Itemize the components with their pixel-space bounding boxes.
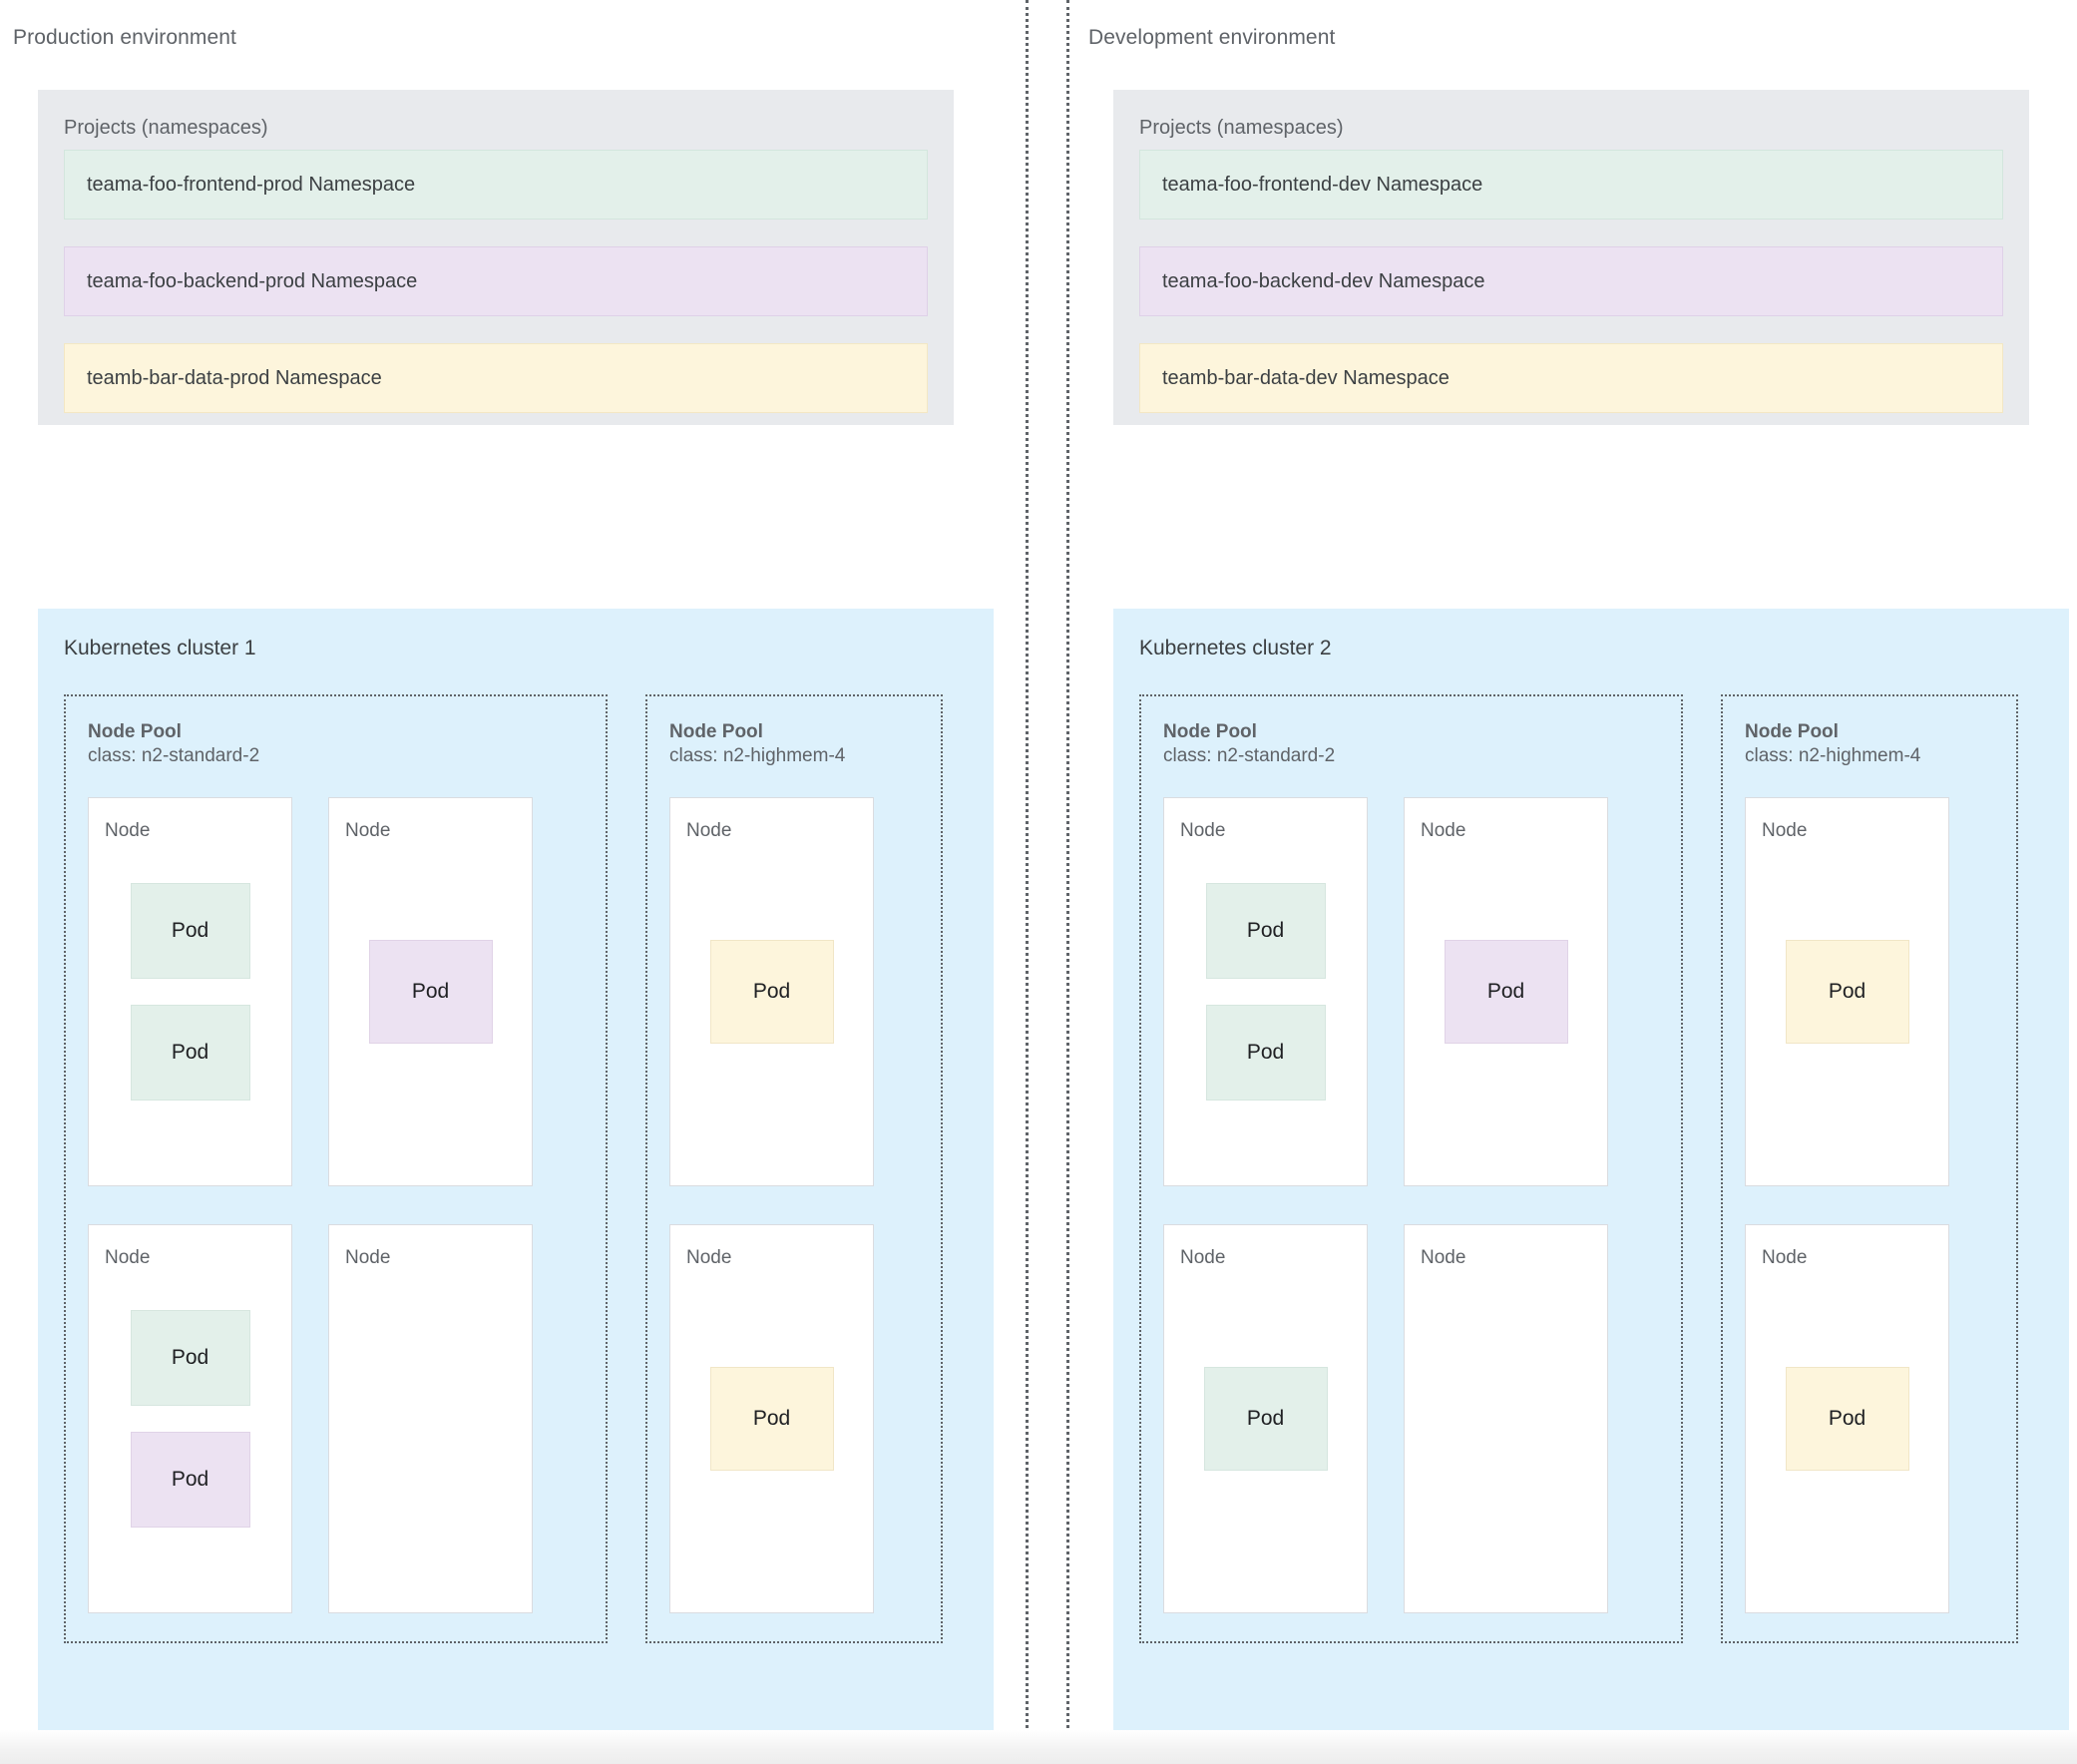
environment-divider-line <box>1026 0 1029 1764</box>
node[interactable]: Node Pod Pod <box>88 1223 292 1613</box>
pod-group: Pod <box>1746 1225 1948 1612</box>
pod[interactable]: Pod <box>130 1431 250 1528</box>
node-pool: Node Pool class: n2-highmem-4 Node Pod N… <box>1721 694 2018 1643</box>
node-label: Node <box>1421 1246 1466 1268</box>
pod[interactable]: Pod <box>709 939 834 1044</box>
environment-production: Production environment Projects (namespa… <box>0 0 1026 1764</box>
pod-group: Pod <box>670 798 873 1185</box>
environment-title: Production environment <box>13 26 236 49</box>
node[interactable]: Node Pod Pod <box>88 796 292 1186</box>
node-label: Node <box>105 819 151 841</box>
node-pool-header: Node Pool class: n2-standard-2 <box>1163 720 1659 769</box>
node-grid: Node Pod Pod Node Pod <box>1163 796 1659 1613</box>
environment-title: Development environment <box>1088 26 1336 49</box>
namespace-list: teama-foo-frontend-prod Namespace teama-… <box>64 150 928 413</box>
pod-group: Pod <box>1405 798 1607 1185</box>
node-label: Node <box>345 1246 391 1268</box>
pod[interactable]: Pod <box>130 1309 250 1406</box>
node-grid: Node Pod Pod Node Pod <box>88 796 584 1613</box>
pod[interactable]: Pod <box>1205 1004 1326 1101</box>
node[interactable]: Node Pod Pod <box>1163 796 1368 1186</box>
node-pool-group: Node Pool class: n2-standard-2 Node Pod … <box>64 694 943 1643</box>
node-label: Node <box>686 1246 732 1268</box>
node-pool-class: class: n2-standard-2 <box>1163 745 1336 767</box>
pod[interactable]: Pod <box>1203 1366 1328 1471</box>
namespace-box[interactable]: teama-foo-backend-dev Namespace <box>1139 246 2003 316</box>
pod-group: Pod Pod <box>1164 798 1367 1185</box>
kubernetes-cluster-panel: Kubernetes cluster 2 Node Pool class: n2… <box>1113 609 2069 1741</box>
namespace-box[interactable]: teama-foo-frontend-dev Namespace <box>1139 150 2003 220</box>
node[interactable]: Node Pod <box>669 1223 874 1613</box>
node-pool: Node Pool class: n2-highmem-4 Node Pod N… <box>645 694 943 1643</box>
cluster-title: Kubernetes cluster 2 <box>1139 637 1332 660</box>
node-label: Node <box>1421 819 1466 841</box>
node[interactable]: Node Pod <box>1745 1223 1949 1613</box>
node-label: Node <box>1762 819 1808 841</box>
node-pool-class: class: n2-highmem-4 <box>669 745 846 767</box>
node-pool-class: class: n2-highmem-4 <box>1745 745 1921 767</box>
environment-divider-line <box>1066 0 1069 1764</box>
node[interactable]: Node Pod <box>669 796 874 1186</box>
node[interactable]: Node Pod <box>1745 796 1949 1186</box>
node-pool-header: Node Pool class: n2-highmem-4 <box>669 720 919 769</box>
pod-group: Pod Pod <box>89 1225 291 1612</box>
node-pool-name: Node Pool <box>88 721 182 742</box>
pod-group: Pod <box>329 798 532 1185</box>
node[interactable]: Node Pod <box>1404 796 1608 1186</box>
projects-panel-title: Projects (namespaces) <box>64 117 268 139</box>
node[interactable]: Node <box>328 1223 533 1613</box>
node[interactable]: Node Pod <box>328 796 533 1186</box>
pod[interactable]: Pod <box>1444 939 1568 1044</box>
pod[interactable]: Pod <box>709 1366 834 1471</box>
node-grid: Node Pod Node Pod <box>669 796 919 1613</box>
node-label: Node <box>345 819 391 841</box>
environment-development: Development environment Projects (namesp… <box>1066 0 2077 1764</box>
pod-group: Pod <box>1164 1225 1367 1612</box>
kubernetes-cluster-panel: Kubernetes cluster 1 Node Pool class: n2… <box>38 609 994 1741</box>
node-pool-name: Node Pool <box>1163 721 1257 742</box>
pod[interactable]: Pod <box>130 1004 250 1101</box>
node-label: Node <box>1180 819 1226 841</box>
page-bottom-strip <box>0 1730 2077 1764</box>
pod-group <box>329 1225 532 1612</box>
projects-panel: Projects (namespaces) teama-foo-frontend… <box>38 90 954 425</box>
node-pool-group: Node Pool class: n2-standard-2 Node Pod … <box>1139 694 2018 1643</box>
node-pool: Node Pool class: n2-standard-2 Node Pod … <box>1139 694 1683 1643</box>
namespace-list: teama-foo-frontend-dev Namespace teama-f… <box>1139 150 2003 413</box>
node-label: Node <box>1180 1246 1226 1268</box>
namespace-box[interactable]: teama-foo-backend-prod Namespace <box>64 246 928 316</box>
node-pool-class: class: n2-standard-2 <box>88 745 260 767</box>
pod-group: Pod <box>1746 798 1948 1185</box>
pod-group: Pod <box>670 1225 873 1612</box>
namespace-box[interactable]: teamb-bar-data-prod Namespace <box>64 343 928 413</box>
pod[interactable]: Pod <box>1785 939 1909 1044</box>
node-label: Node <box>1762 1246 1808 1268</box>
pod[interactable]: Pod <box>130 882 250 979</box>
node[interactable]: Node Pod <box>1163 1223 1368 1613</box>
namespace-box[interactable]: teama-foo-frontend-prod Namespace <box>64 150 928 220</box>
node-label: Node <box>105 1246 151 1268</box>
node-grid: Node Pod Node Pod <box>1745 796 1994 1613</box>
pod-group: Pod Pod <box>89 798 291 1185</box>
pod[interactable]: Pod <box>1205 882 1326 979</box>
projects-panel-title: Projects (namespaces) <box>1139 117 1344 139</box>
pod[interactable]: Pod <box>1785 1366 1909 1471</box>
node-pool-name: Node Pool <box>669 721 763 742</box>
node-pool-name: Node Pool <box>1745 721 1839 742</box>
pod[interactable]: Pod <box>368 939 493 1044</box>
node[interactable]: Node <box>1404 1223 1608 1613</box>
node-pool-header: Node Pool class: n2-standard-2 <box>88 720 584 769</box>
projects-panel: Projects (namespaces) teama-foo-frontend… <box>1113 90 2029 425</box>
namespace-box[interactable]: teamb-bar-data-dev Namespace <box>1139 343 2003 413</box>
node-pool: Node Pool class: n2-standard-2 Node Pod … <box>64 694 608 1643</box>
node-pool-header: Node Pool class: n2-highmem-4 <box>1745 720 1994 769</box>
cluster-title: Kubernetes cluster 1 <box>64 637 256 660</box>
pod-group <box>1405 1225 1607 1612</box>
node-label: Node <box>686 819 732 841</box>
